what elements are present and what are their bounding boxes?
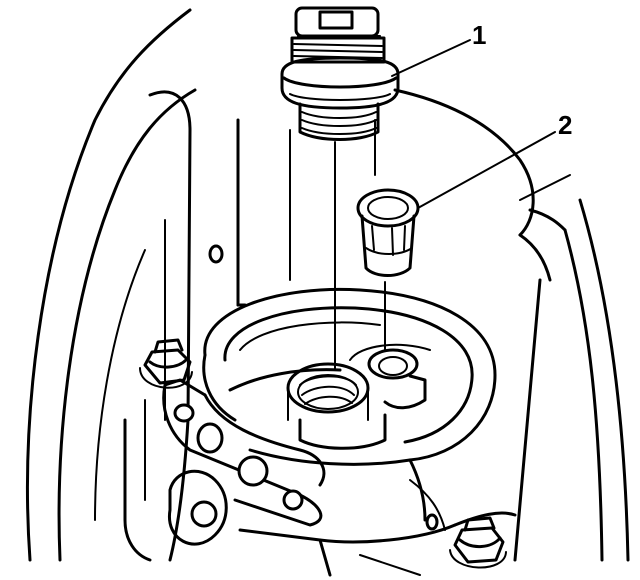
callout-label-1: 1 xyxy=(472,20,486,50)
bracket-hole-4 xyxy=(282,489,304,511)
bolt-left xyxy=(139,338,193,389)
bolt-right xyxy=(449,516,507,569)
bracket-hole-3 xyxy=(237,455,269,487)
bypass-valve xyxy=(356,188,420,277)
callout-label-2: 2 xyxy=(558,110,572,140)
callout-leader-2 xyxy=(417,131,556,209)
engine-block-outline xyxy=(26,8,630,577)
bracket-hole-2 xyxy=(196,422,224,454)
oil-filter-adapter-fitting xyxy=(280,6,400,141)
callout-leader-1 xyxy=(391,39,471,77)
bracket-hole-1 xyxy=(173,403,195,423)
adapter-housing xyxy=(202,287,497,522)
